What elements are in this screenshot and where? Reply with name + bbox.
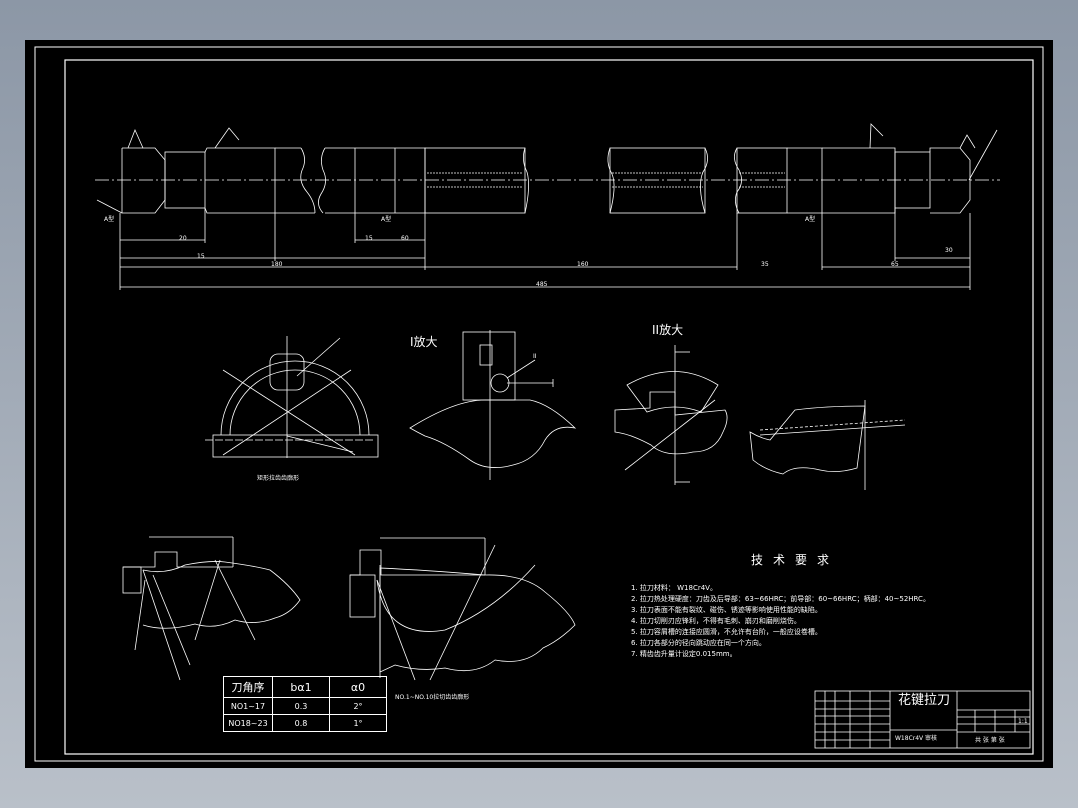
detail-II-view [614, 345, 728, 485]
roman-ii-mark: II [533, 353, 537, 360]
table-cell: 2° [329, 697, 387, 715]
a-mark-1: A型 [104, 216, 115, 223]
a-mark-3: A型 [805, 216, 816, 223]
dim-length: 20 [179, 235, 187, 242]
check-label: 审核 [925, 735, 938, 742]
dim-length: 35 [761, 261, 769, 268]
material-label: W18Cr4V [895, 735, 924, 742]
title-block [814, 690, 1031, 749]
tech-note: 2. 拉刀热处理硬度：刀齿及后导部：63~66HRC；前导部：60~66HRC；… [631, 595, 930, 603]
table-cell: 1° [329, 714, 387, 732]
tech-note: 3. 拉刀表面不能有裂纹、碰伤、锈迹等影响使用性能的缺陷。 [631, 606, 822, 614]
dim-length: 65 [891, 261, 899, 268]
dim-length: 180 [271, 261, 283, 268]
table-header: bα1 [272, 676, 330, 698]
tooth-profile-view [749, 400, 906, 490]
no-profile-caption: NO.1~NO.10拉切齿齿廓形 [395, 694, 470, 701]
tech-note: 6. 拉刀各部分的径向跳动应在同一个方向。 [631, 639, 766, 647]
inner-frame [64, 59, 1034, 755]
drawing-sheet: A型 A型 A型 20 15 60 35 15 30 65 180 160 48… [25, 40, 1053, 768]
a-mark-2: A型 [381, 216, 392, 223]
sheet-label: 共 张 第 张 [975, 737, 1005, 744]
tech-note: 5. 拉刀容屑槽的连接应圆滑，不允许有台阶，一般应设卷槽。 [631, 628, 822, 636]
drawing-name: 花键拉刀 [897, 693, 950, 708]
table-row: NO18~23 0.8 1° [223, 714, 387, 732]
detail-I-view [409, 330, 577, 480]
tooth-profile-bottom-left [122, 536, 301, 681]
table-cell: 0.3 [272, 697, 330, 715]
rect-profile-caption: 矩形拉齿齿廓形 [257, 475, 300, 482]
table-header-row: 刀角序 bα1 α0 [223, 676, 387, 698]
dim-length: 30 [945, 247, 953, 254]
dim-length: 160 [577, 261, 589, 268]
table-header: 刀角序 [223, 676, 273, 698]
outer-frame [34, 46, 1044, 762]
cad-drawing [34, 46, 1044, 762]
table-header: α0 [329, 676, 387, 698]
dim-total-length: 485 [536, 281, 548, 288]
tooth-profile-bottom-middle [349, 537, 576, 681]
scale-label: 1:1 [1018, 718, 1028, 725]
tooth-parameter-table: 刀角序 bα1 α0 NO1~17 0.3 2° NO18~23 0.8 1° [223, 676, 387, 732]
tech-note: 1. 拉刀材料： W18Cr4V。 [631, 584, 717, 592]
tech-requirements-title: 技术要求 [751, 553, 840, 567]
table-cell: 0.8 [272, 714, 330, 732]
dim-length: 60 [401, 235, 409, 242]
table-row: NO1~17 0.3 2° [223, 697, 387, 715]
tech-note: 4. 拉刀切削刃应锋利，不得有毛刺、崩刃和磨削烧伤。 [631, 617, 801, 625]
tech-note: 7. 精齿齿升量计设定0.015mm。 [631, 650, 737, 658]
detail-II-label: II放大 [652, 323, 684, 337]
table-cell: NO18~23 [223, 714, 273, 732]
broach-elevation [95, 123, 1000, 290]
dim-length: 15 [197, 253, 205, 260]
table-cell: NO1~17 [223, 697, 273, 715]
detail-I-label: I放大 [410, 335, 438, 349]
spline-section-view [205, 336, 379, 458]
dim-length: 15 [365, 235, 373, 242]
